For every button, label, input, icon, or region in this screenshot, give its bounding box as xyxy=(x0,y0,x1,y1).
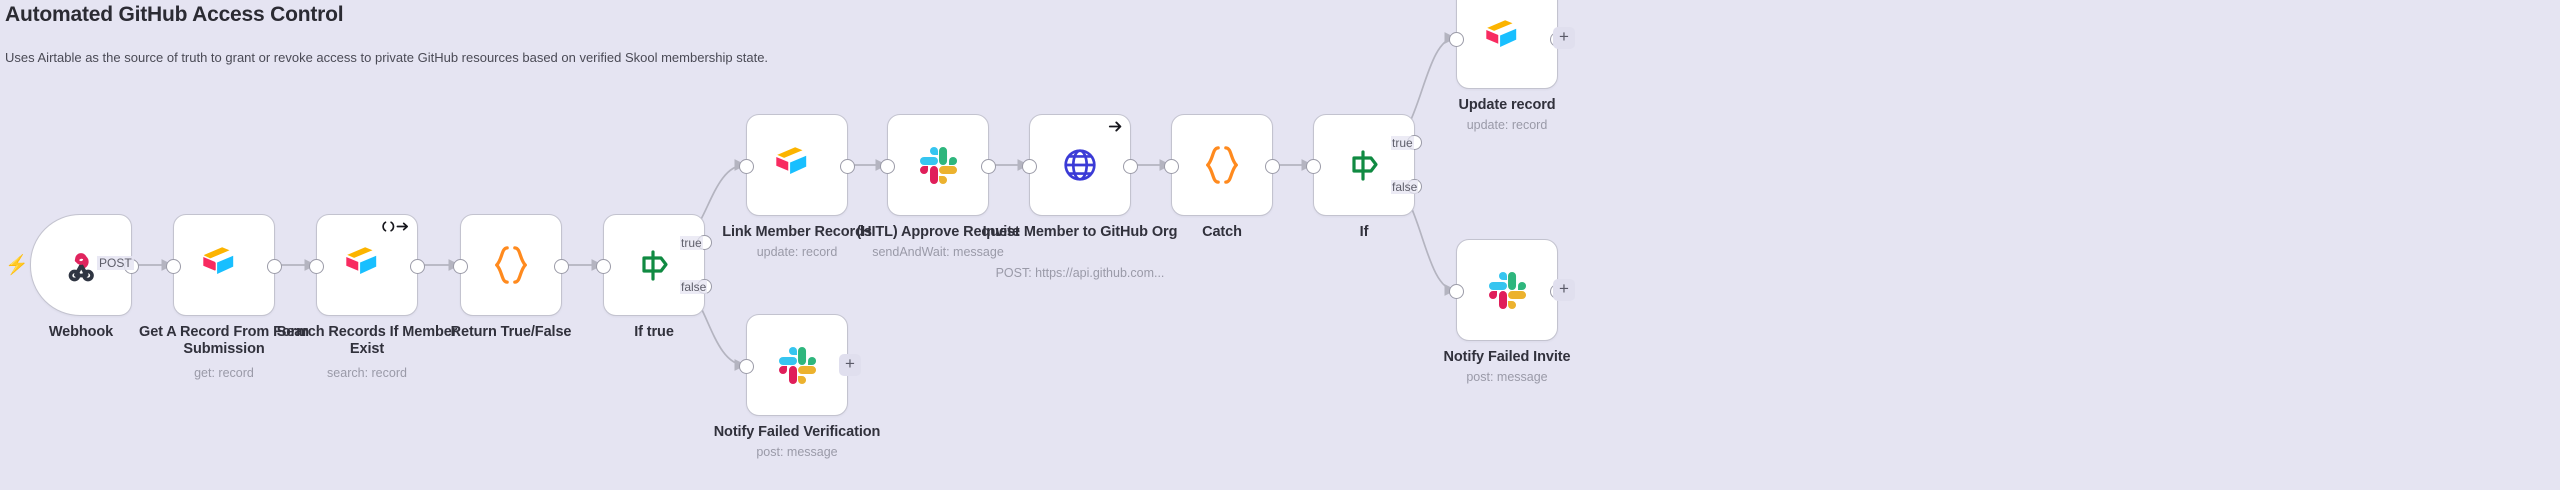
lightning-trigger-icon: ⚡ xyxy=(5,255,29,276)
node-invite-member-github[interactable]: Invite Member to GitHub Org POST: https:… xyxy=(983,114,1177,280)
node-return-true-false-label: Return True/False xyxy=(450,324,572,340)
add-node-after-notify-failed-verification-button[interactable]: + xyxy=(839,354,861,376)
port-label-if-true-true: true xyxy=(680,236,703,250)
node-notify-failed-invite-label: Notify Failed Invite xyxy=(1443,349,1571,365)
slack-icon xyxy=(918,145,958,185)
port-label-if-false: false xyxy=(1391,180,1419,194)
catch-input-port[interactable] xyxy=(1164,159,1179,174)
return-true-false-input-port[interactable] xyxy=(453,259,468,274)
node-notify-failed-verification[interactable]: Notify Failed Verification post: message xyxy=(714,314,880,459)
node-search-records-box[interactable] xyxy=(309,214,425,316)
node-search-records-subtitle: search: record xyxy=(327,366,407,380)
node-hitl-approve-request-box[interactable] xyxy=(880,114,996,216)
node-webhook-label: Webhook xyxy=(48,324,114,340)
code-braces-icon xyxy=(1202,144,1242,186)
node-notify-failed-verification-label: Notify Failed Verification xyxy=(713,424,881,440)
node-link-member-records[interactable]: Link Member Records update: record xyxy=(722,114,872,259)
node-catch-label: Catch xyxy=(1202,224,1242,240)
airtable-icon xyxy=(344,245,390,285)
node-notify-failed-verification-box[interactable] xyxy=(739,314,855,416)
node-invite-member-github-box[interactable] xyxy=(1022,114,1138,216)
get-record-input-port[interactable] xyxy=(166,259,181,274)
node-if-true-label: If true xyxy=(634,324,674,340)
node-get-record-subtitle: get: record xyxy=(194,366,254,380)
node-update-record-box[interactable] xyxy=(1449,0,1565,89)
add-node-after-notify-failed-invite-button[interactable]: + xyxy=(1553,279,1575,301)
link-member-records-output-port[interactable] xyxy=(840,159,855,174)
node-search-records-label: Search Records If Member Exist xyxy=(276,324,458,357)
catch-output-port[interactable] xyxy=(1265,159,1280,174)
node-catch[interactable]: Catch xyxy=(1164,114,1280,240)
search-records-output-port[interactable] xyxy=(410,259,425,274)
update-record-input-port[interactable] xyxy=(1449,32,1464,47)
invite-member-github-input-port[interactable] xyxy=(1022,159,1037,174)
airtable-icon xyxy=(201,245,247,285)
notify-failed-invite-input-port[interactable] xyxy=(1449,284,1464,299)
node-invite-member-github-label: Invite Member to GitHub Org xyxy=(982,224,1178,240)
signpost-icon xyxy=(634,245,674,285)
node-if-label: If xyxy=(1359,224,1369,240)
node-get-record-label: Get A Record From Form Submission xyxy=(139,324,309,357)
node-search-records[interactable]: Search Records If Member Exist search: r… xyxy=(277,214,457,380)
node-link-member-records-label: Link Member Records xyxy=(722,224,872,240)
node-if-box[interactable] xyxy=(1306,114,1422,216)
node-hitl-approve-request-subtitle: sendAndWait: message xyxy=(872,245,1004,259)
code-braces-icon xyxy=(491,244,531,286)
arrow-right-icon xyxy=(1108,120,1123,133)
signpost-icon xyxy=(1344,145,1384,185)
node-notify-failed-invite[interactable]: Notify Failed Invite post: message xyxy=(1444,239,1571,384)
slack-icon xyxy=(777,345,817,385)
node-return-true-false-box[interactable] xyxy=(453,214,569,316)
airtable-icon xyxy=(774,145,820,185)
node-get-record-box[interactable] xyxy=(166,214,282,316)
search-records-input-port[interactable] xyxy=(309,259,324,274)
airtable-icon xyxy=(1484,18,1530,58)
node-notify-failed-verification-subtitle: post: message xyxy=(756,445,838,459)
get-record-output-port[interactable] xyxy=(267,259,282,274)
globe-icon xyxy=(1059,144,1101,186)
port-label-if-true: true xyxy=(1391,136,1414,150)
retry-arrow-icon xyxy=(382,220,410,233)
node-link-member-records-box[interactable] xyxy=(739,114,855,216)
add-node-after-update-record-button[interactable]: + xyxy=(1553,27,1575,49)
invite-member-github-output-port[interactable] xyxy=(1123,159,1138,174)
slack-icon xyxy=(1487,270,1527,310)
hitl-approve-request-output-port[interactable] xyxy=(981,159,996,174)
node-invite-member-github-subtitle: POST: https://api.github.com... xyxy=(995,266,1165,280)
hitl-approve-request-input-port[interactable] xyxy=(880,159,895,174)
notify-failed-verification-input-port[interactable] xyxy=(739,359,754,374)
node-return-true-false[interactable]: Return True/False xyxy=(451,214,571,340)
link-member-records-input-port[interactable] xyxy=(739,159,754,174)
node-hitl-approve-request[interactable]: (HITL) Approve Request sendAndWait: mess… xyxy=(856,114,1020,259)
node-get-record[interactable]: Get A Record From Form Submission get: r… xyxy=(139,214,309,380)
page-title: Automated GitHub Access Control xyxy=(5,3,344,26)
node-hitl-approve-request-label: (HITL) Approve Request xyxy=(856,224,1020,240)
page-subtitle: Uses Airtable as the source of truth to … xyxy=(5,50,769,65)
node-update-record-label: Update record xyxy=(1458,97,1556,113)
node-if-true-box[interactable] xyxy=(596,214,712,316)
webhook-icon xyxy=(61,245,101,285)
if-input-port[interactable] xyxy=(1306,159,1321,174)
node-if-true[interactable]: If true xyxy=(596,214,712,340)
node-update-record[interactable]: Update record update: record xyxy=(1449,0,1565,132)
node-notify-failed-invite-subtitle: post: message xyxy=(1466,370,1548,384)
node-if[interactable]: If xyxy=(1306,114,1422,240)
node-update-record-subtitle: update: record xyxy=(1466,118,1548,132)
return-true-false-output-port[interactable] xyxy=(554,259,569,274)
node-link-member-records-subtitle: update: record xyxy=(756,245,838,259)
edge-label-post: POST xyxy=(97,256,134,270)
node-notify-failed-invite-box[interactable] xyxy=(1449,239,1565,341)
if-true-input-port[interactable] xyxy=(596,259,611,274)
node-catch-box[interactable] xyxy=(1164,114,1280,216)
port-label-if-true-false: false xyxy=(680,280,708,294)
